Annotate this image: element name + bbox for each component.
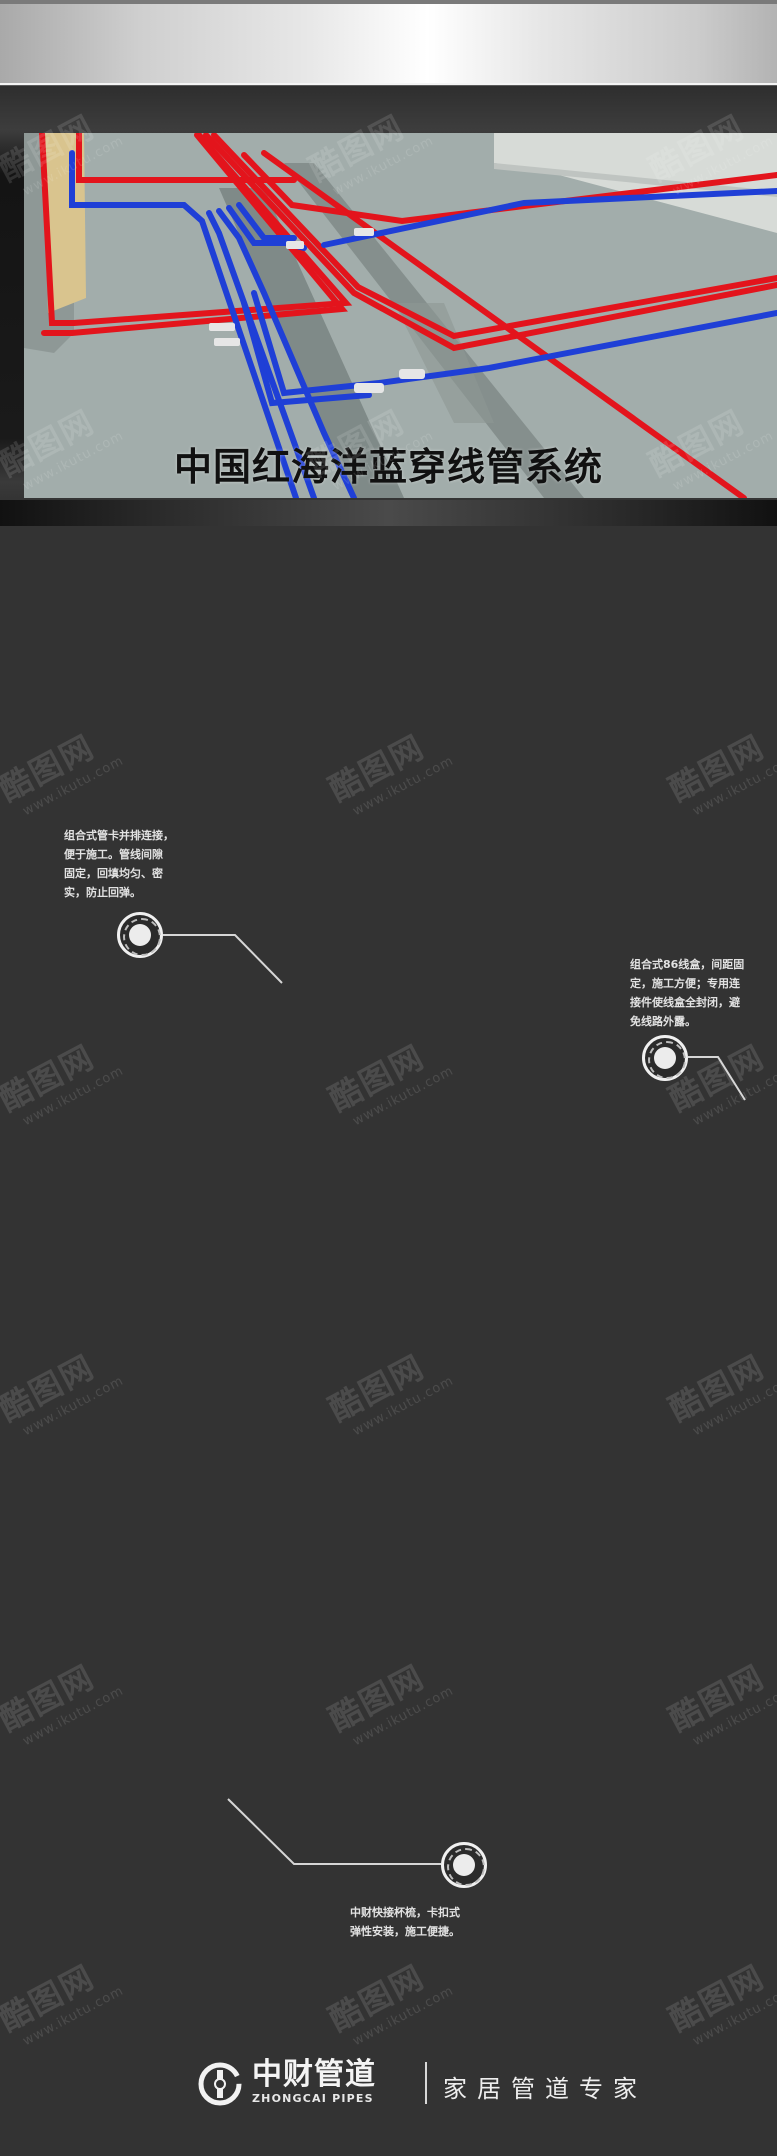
photo-caption: 中国红海洋蓝穿线管系统 bbox=[174, 445, 604, 489]
footer-brand: 中财管道 ZHONGCAI PIPES 家居管道专家 bbox=[198, 2058, 668, 2108]
leader-line-pipe-clamp bbox=[163, 934, 283, 984]
callout-pipe-clamp-marker-icon bbox=[117, 912, 163, 958]
zhongcai-logo-icon bbox=[198, 2062, 242, 2106]
brand-name-cn: 中财管道 bbox=[252, 2057, 376, 2092]
brand-name-en: ZHONGCAI PIPES bbox=[252, 2092, 374, 2105]
leader-line-quick-connector bbox=[227, 1798, 441, 1865]
callout-quick-connector-marker-icon bbox=[441, 1842, 487, 1888]
callout-pipe-clamp-text: 组合式管卡并排连接， 便于施工。管线间隙 固定，回填均匀、密 实，防止回弹。 bbox=[64, 829, 174, 899]
callout-junction-box-text: 组合式86线盒，间距固 定，施工方便；专用连 接件使线盒全封闭，避 免线路外露。 bbox=[630, 958, 745, 1028]
brand-slogan: 家居管道专家 bbox=[443, 2075, 647, 2103]
leader-line-junction-box bbox=[688, 1056, 746, 1101]
footer-divider bbox=[425, 2062, 427, 2104]
product-photo: 中国红海洋蓝穿线管系统 bbox=[24, 133, 777, 498]
pipe-layout-illustration bbox=[24, 133, 777, 498]
photo-frame-shine bbox=[0, 500, 777, 526]
callout-junction-box-marker-icon bbox=[642, 1035, 688, 1081]
callout-quick-connector-text: 中财快接杯梳，卡扣式 弹性安装，施工便捷。 bbox=[350, 1906, 460, 1938]
header-metal-bar bbox=[0, 0, 777, 86]
